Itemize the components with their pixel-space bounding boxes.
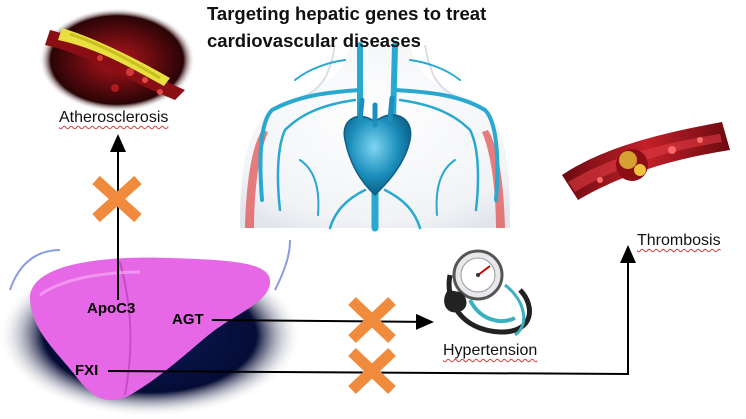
arrow-fxi-to-thrombosis: [107, 245, 636, 376]
arrow-agt-to-hypertension: [211, 313, 434, 330]
thrombosis-label: Thrombosis: [637, 232, 721, 249]
liver-image: [0, 239, 302, 417]
gene-agt-label: AGT: [172, 311, 204, 328]
gene-apoc3-label: ApoC3: [87, 300, 136, 317]
hypertension-label: Hypertension: [443, 342, 538, 359]
blood-pressure-monitor-image: [444, 249, 533, 337]
diagram-title: Targeting hepatic genes to treat cardiov…: [207, 3, 487, 51]
atherosclerosis-artery-image: [39, 8, 195, 112]
atherosclerosis-label: Atherosclerosis: [59, 109, 169, 126]
blocked-x-icon: [92, 175, 142, 223]
heart-vessels-image: [240, 42, 510, 232]
blocked-x-icon: [348, 297, 396, 343]
gene-fxi-label: FXI: [75, 362, 99, 379]
arrows: [107, 134, 636, 376]
blocked-x-icon: [348, 348, 396, 394]
thrombosis-vessel-image: [562, 122, 730, 200]
